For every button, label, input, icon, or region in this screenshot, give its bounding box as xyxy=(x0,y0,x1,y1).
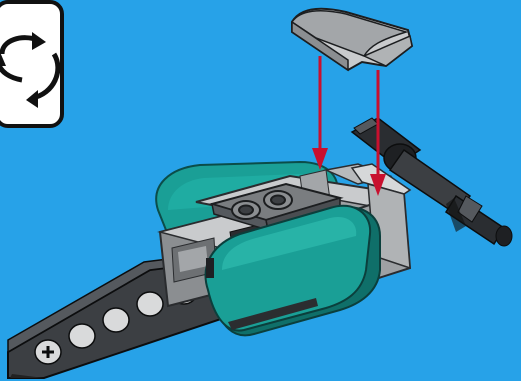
rotate-view-icon xyxy=(0,22,64,112)
rotate-indicator xyxy=(0,0,64,128)
